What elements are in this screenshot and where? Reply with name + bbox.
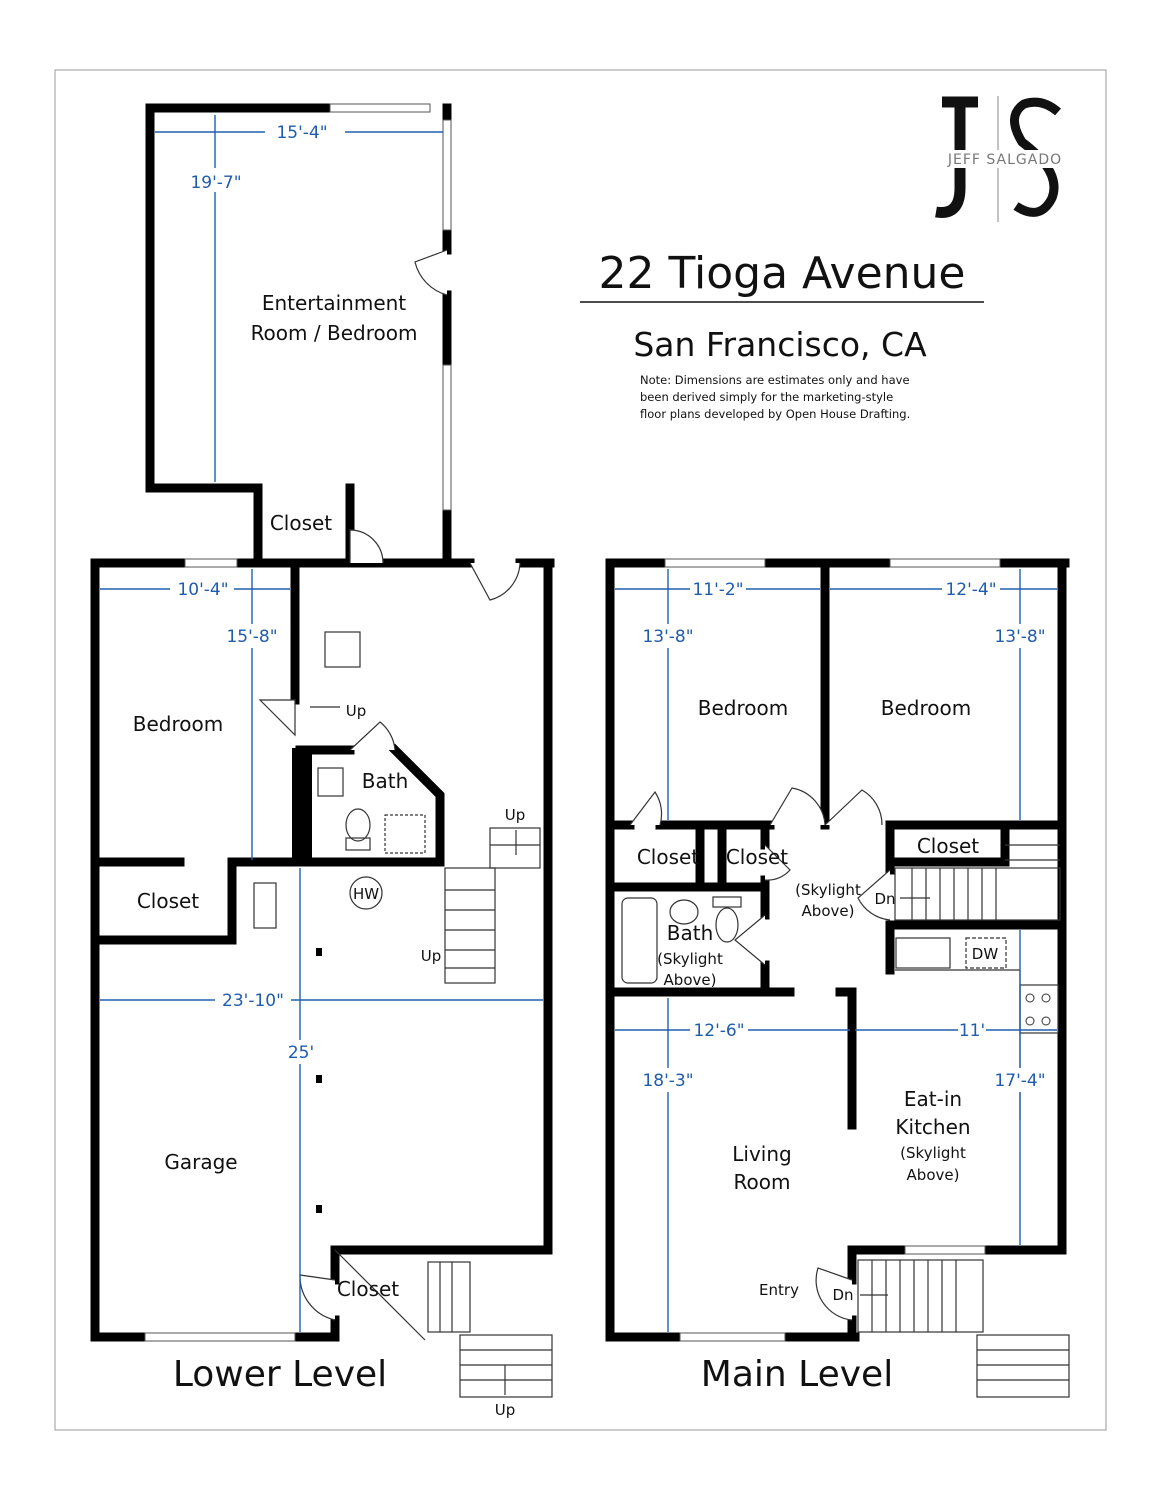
room-entertainment-2: Room / Bedroom: [251, 321, 418, 345]
note-line-3: floor plans developed by Open House Draf…: [640, 407, 910, 421]
lower-level-title: Lower Level: [173, 1354, 387, 1395]
stair-up-2: Up: [505, 806, 526, 824]
room-closet-3: Closet: [917, 834, 979, 858]
dim-bed1-depth: 13'-8": [642, 627, 693, 647]
stair-up-1: Up: [346, 702, 367, 720]
room-garage: Garage: [164, 1150, 237, 1174]
stair-up-3: Up: [421, 947, 442, 965]
bath-skylight-2: Above): [664, 971, 717, 989]
dim-bed2-depth: 13'-8": [994, 627, 1045, 647]
dim-living-width: 12'-6": [693, 1021, 744, 1041]
main-level-dimensions: [615, 569, 1057, 1332]
dim-garage-width: 23'-10": [222, 991, 284, 1011]
logo-monogram-s: [1010, 97, 1061, 217]
room-bedroom-1: Bedroom: [698, 696, 788, 720]
room-entry: Entry: [759, 1281, 799, 1299]
dim-ent-depth: 19'-7": [190, 173, 241, 193]
dim-kitchen-depth: 17'-4": [994, 1071, 1045, 1091]
dim-kitchen-width: 11': [959, 1021, 985, 1041]
dishwasher-label: DW: [972, 945, 999, 963]
page-border: [54, 69, 1107, 1431]
main-level-title: Main Level: [701, 1354, 893, 1395]
city-subtitle: San Francisco, CA: [633, 325, 927, 364]
stair-dn-2: Dn: [832, 1286, 853, 1304]
dim-living-depth: 18'-3": [642, 1071, 693, 1091]
room-entertainment-1: Entertainment: [262, 291, 406, 315]
room-closet-2: Closet: [726, 845, 788, 869]
lower-level-fixtures: [253, 249, 553, 1398]
water-heater-label: HW: [353, 885, 379, 903]
room-kitchen-2: Kitchen: [895, 1115, 970, 1139]
main-level-labels: 11'-2" 12'-4" 13'-8" 13'-8" 12'-6" 11' 1…: [637, 578, 1048, 1395]
hall-skylight-2: Above): [802, 902, 855, 920]
note-line-1: Note: Dimensions are estimates only and …: [640, 373, 910, 387]
main-level-walls: [605, 558, 1070, 1342]
dim-garage-depth: 25': [288, 1043, 314, 1063]
dim-bed2-width: 12'-4": [945, 580, 996, 600]
room-kitchen-1: Eat-in: [904, 1087, 962, 1111]
kitchen-skylight-2: Above): [907, 1166, 960, 1184]
room-closet-bottom: Closet: [337, 1277, 399, 1301]
room-bath: Bath: [667, 921, 714, 945]
dim-ent-width: 15'-4": [276, 123, 327, 143]
kitchen-skylight-1: (Skylight: [900, 1144, 966, 1162]
hall-skylight-1: (Skylight: [795, 881, 861, 899]
main-level-fixtures: [621, 787, 1070, 1398]
room-bedroom-2: Bedroom: [881, 696, 971, 720]
stair-dn-1: Dn: [874, 890, 895, 908]
bath-skylight-1: (Skylight: [657, 950, 723, 968]
room-bedroom: Bedroom: [133, 712, 223, 736]
logo-name: JEFF SALGADO: [947, 152, 1062, 168]
room-living-2: Room: [734, 1170, 791, 1194]
room-bath: Bath: [362, 769, 409, 793]
stair-up-4: Up: [495, 1401, 516, 1419]
address-title: 22 Tioga Avenue: [599, 248, 966, 299]
room-closet-1: Closet: [637, 845, 699, 869]
note-line-2: been derived simply for the marketing-st…: [640, 390, 893, 404]
dim-bed-width: 10'-4": [177, 580, 228, 600]
dim-bed1-width: 11'-2": [692, 580, 743, 600]
lower-level-labels: 15'-4" 19'-7" 10'-4" 15'-8" 23'-10" 25' …: [133, 120, 525, 1419]
lower-level-dimensions: [100, 115, 543, 1332]
dim-bed-depth: 15'-8": [226, 627, 277, 647]
logo-monogram-j: [935, 96, 978, 218]
room-living-1: Living: [732, 1142, 791, 1166]
room-closet-top: Closet: [270, 511, 332, 535]
room-closet-left: Closet: [137, 889, 199, 913]
logo: JEFF SALGADO: [935, 96, 1075, 222]
